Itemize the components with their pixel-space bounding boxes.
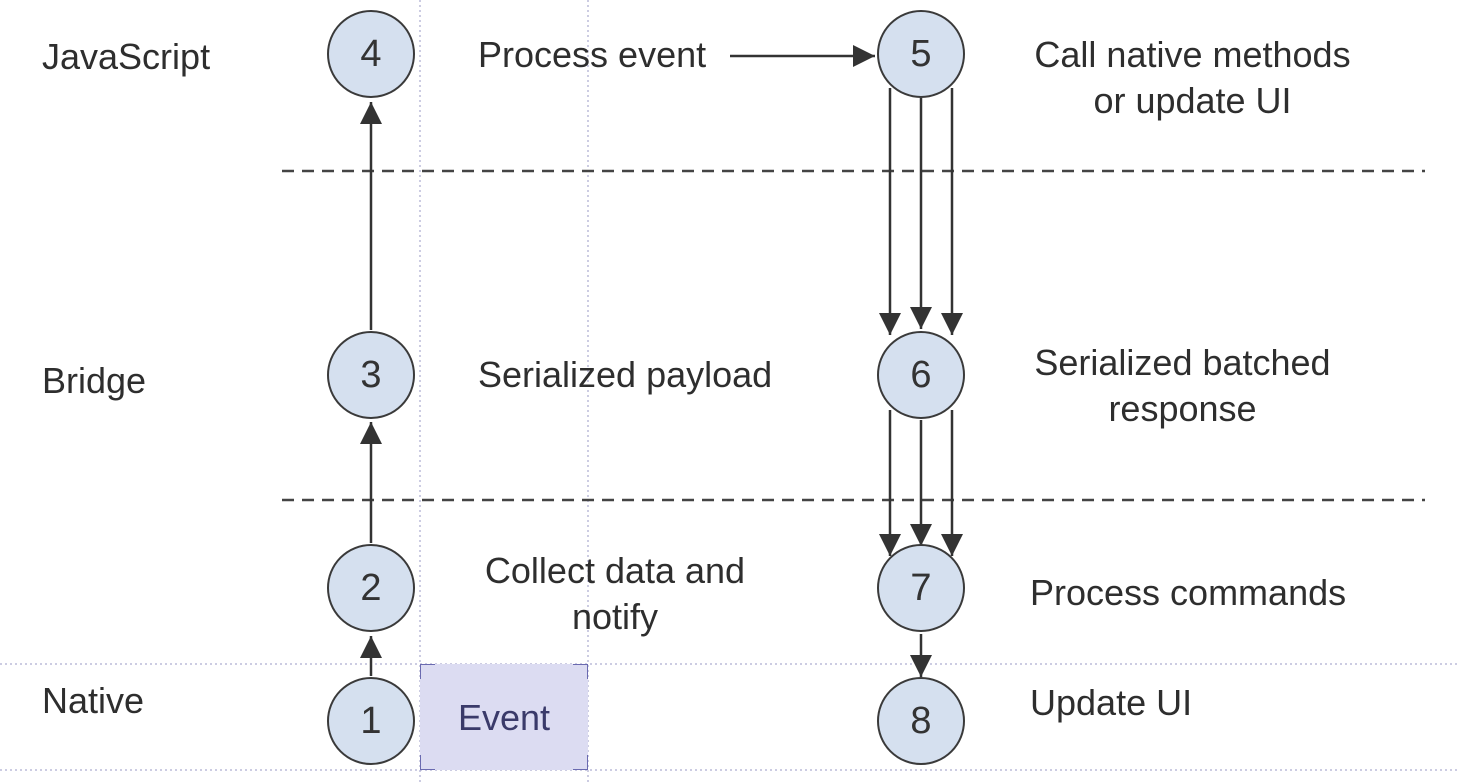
label-call-native-line1: Call native methods [1034, 34, 1351, 75]
label-collect-data-line2: notify [571, 596, 659, 637]
node-4: 4 [327, 10, 415, 98]
selection-handle-bottom-left[interactable] [420, 755, 435, 770]
node-5: 5 [877, 10, 965, 98]
lane-label-bridge: Bridge [42, 360, 147, 401]
selection-handle-top-right[interactable] [573, 664, 588, 679]
lane-label-javascript: JavaScript [42, 36, 211, 77]
label-serialized-batched-line1: Serialized batched [1034, 342, 1331, 383]
label-serialized-batched-line2: response [1108, 388, 1257, 429]
event-selection-box[interactable] [420, 664, 588, 770]
label-call-native: Call native methods or update UI [1020, 32, 1365, 124]
label-event: Event [457, 697, 551, 738]
label-collect-data-line1: Collect data and [484, 550, 746, 591]
selection-handle-top-left[interactable] [420, 664, 435, 679]
node-3: 3 [327, 331, 415, 419]
node-1: 1 [327, 677, 415, 765]
label-serialized-payload: Serialized payload [478, 354, 773, 395]
label-collect-data: Collect data and notify [470, 548, 760, 640]
node-7: 7 [877, 544, 965, 632]
label-process-commands: Process commands [1030, 572, 1347, 613]
lane-label-native: Native [42, 680, 145, 721]
label-process-event: Process event [478, 34, 707, 75]
label-serialized-batched: Serialized batched response [1020, 340, 1345, 432]
label-update-ui: Update UI [1030, 682, 1193, 723]
node-6: 6 [877, 331, 965, 419]
node-2: 2 [327, 544, 415, 632]
node-8: 8 [877, 677, 965, 765]
label-call-native-line2: or update UI [1093, 80, 1292, 121]
selection-handle-bottom-right[interactable] [573, 755, 588, 770]
